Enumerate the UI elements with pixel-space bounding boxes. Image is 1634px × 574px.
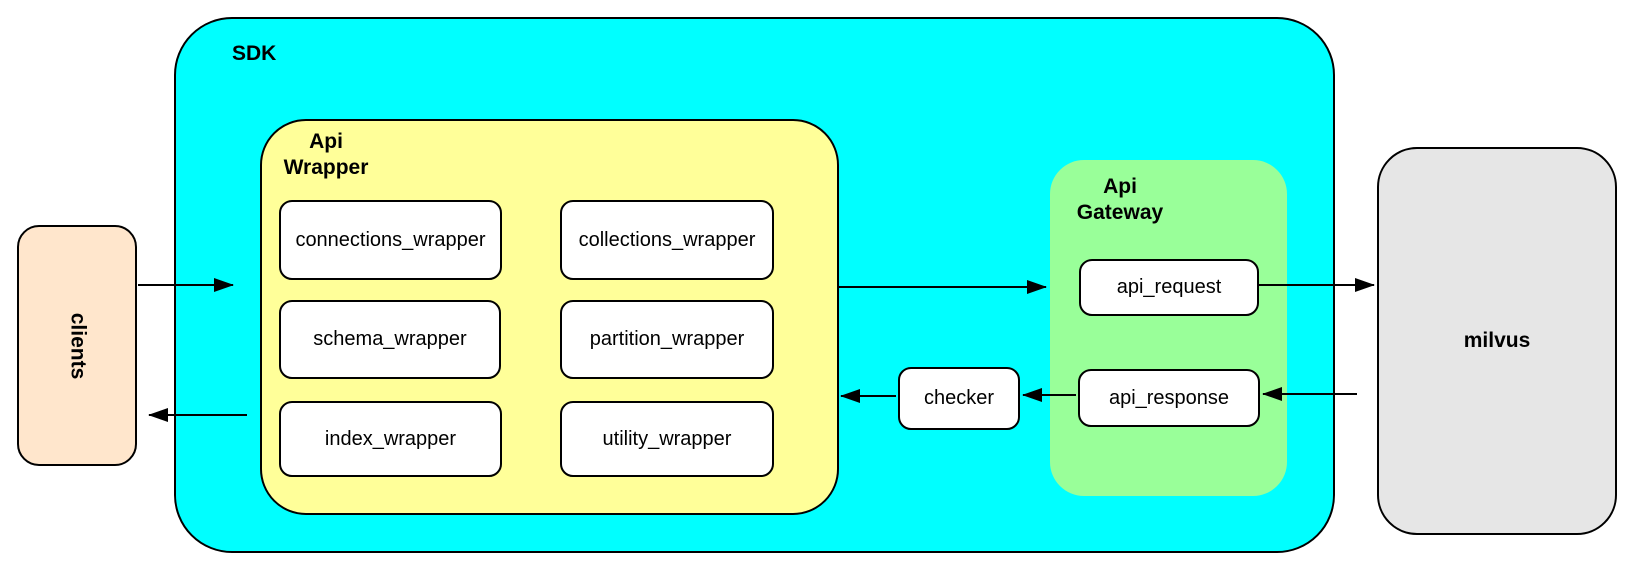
milvus-node: milvus — [1377, 147, 1617, 535]
clients-node: clients — [17, 225, 137, 466]
utility-wrapper-node: utility_wrapper — [560, 401, 774, 477]
index-wrapper-node: index_wrapper — [279, 401, 502, 477]
clients-label: clients — [66, 312, 89, 379]
collections-wrapper-node: collections_wrapper — [560, 200, 774, 280]
schema-wrapper-node: schema_wrapper — [279, 300, 501, 379]
api-response-node: api_response — [1078, 369, 1260, 427]
api-gateway-container: Api Gateway api_request api_response — [1050, 160, 1287, 496]
api-request-node: api_request — [1079, 259, 1259, 316]
api-wrapper-label: Api Wrapper — [283, 130, 369, 180]
sdk-container: SDK Api Wrapper connections_wrapper coll… — [174, 17, 1335, 553]
connections-wrapper-node: connections_wrapper — [279, 200, 502, 280]
api-gateway-label: Api Gateway — [1076, 175, 1164, 225]
api-wrapper-container: Api Wrapper connections_wrapper collecti… — [260, 119, 839, 515]
partition-wrapper-node: partition_wrapper — [560, 300, 774, 379]
checker-node: checker — [898, 367, 1020, 430]
sdk-label: SDK — [232, 42, 277, 65]
milvus-label: milvus — [1463, 329, 1531, 352]
